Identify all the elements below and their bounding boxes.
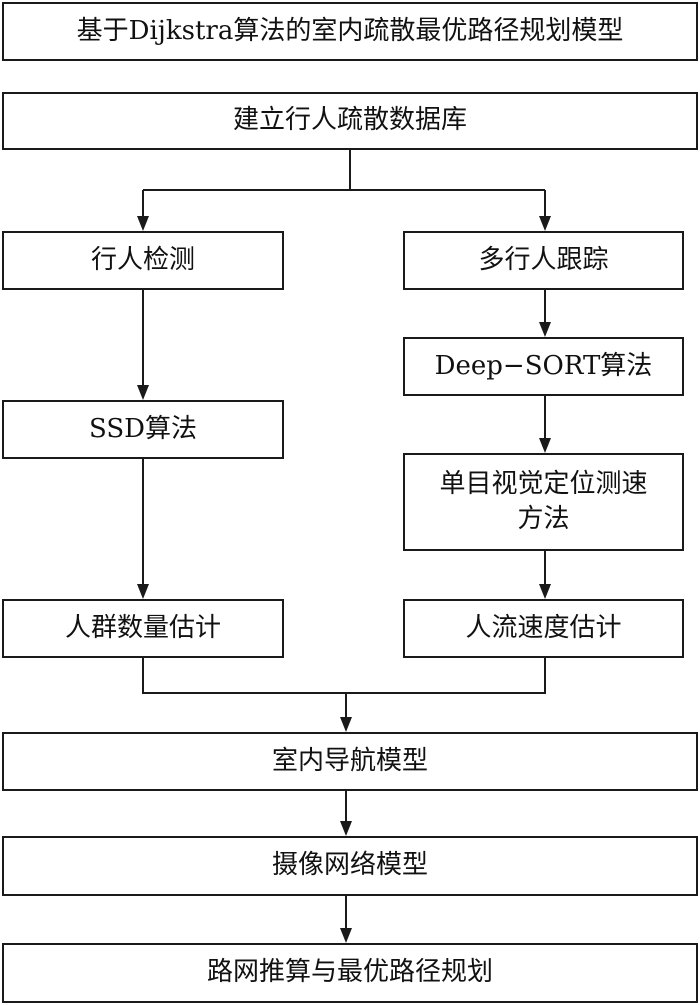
node-flow-speed: 人流速度估计 bbox=[403, 599, 684, 658]
node-multi-pedestrian-tracking-label: 多行人跟踪 bbox=[478, 244, 609, 275]
arrowhead-to-ssd bbox=[137, 385, 149, 400]
node-camera-network: 摄像网络模型 bbox=[2, 836, 698, 896]
node-route-planning-label: 路网推算与最优路径规划 bbox=[206, 957, 493, 988]
arrowhead-to-flow bbox=[539, 584, 551, 599]
node-database-label: 建立行人疏散数据库 bbox=[232, 105, 467, 136]
arrowhead-to-route bbox=[340, 928, 352, 943]
arrowhead-to-detection bbox=[137, 216, 149, 231]
node-multi-pedestrian-tracking: 多行人跟踪 bbox=[403, 231, 684, 290]
arrowhead-to-monocular bbox=[539, 438, 551, 453]
connector-merge-bar bbox=[142, 658, 546, 694]
node-crowd-count: 人群数量估计 bbox=[2, 599, 284, 658]
node-indoor-navigation: 室内导航模型 bbox=[2, 732, 698, 791]
node-monocular-vision-line2: 方法 bbox=[517, 504, 570, 534]
node-deep-sort: Deep−SORT算法 bbox=[403, 337, 684, 396]
arrowhead-to-navigation bbox=[340, 717, 352, 732]
node-database: 建立行人疏散数据库 bbox=[2, 92, 698, 150]
node-deep-sort-label: Deep−SORT算法 bbox=[434, 350, 653, 381]
node-indoor-navigation-label: 室内导航模型 bbox=[271, 745, 428, 776]
arrowhead-to-tracking bbox=[539, 216, 551, 231]
node-monocular-vision: 单目视觉定位测速 方法 bbox=[403, 453, 684, 551]
arrowhead-to-crowd bbox=[137, 584, 149, 599]
node-pedestrian-detection-label: 行人检测 bbox=[90, 244, 195, 275]
arrowhead-to-camera bbox=[340, 821, 352, 836]
node-ssd: SSD算法 bbox=[2, 400, 284, 459]
node-route-planning: 路网推算与最优路径规划 bbox=[2, 943, 698, 1003]
arrowhead-to-deepsort bbox=[539, 322, 551, 337]
node-pedestrian-detection: 行人检测 bbox=[2, 231, 284, 290]
node-flow-speed-label: 人流速度估计 bbox=[465, 612, 622, 643]
node-camera-network-label: 摄像网络模型 bbox=[271, 850, 428, 881]
node-ssd-label: SSD算法 bbox=[88, 413, 197, 444]
diagram-title: 基于Dijkstra算法的室内疏散最优路径规划模型 bbox=[76, 15, 624, 46]
title-box: 基于Dijkstra算法的室内疏散最优路径规划模型 bbox=[2, 2, 698, 61]
node-crowd-count-label: 人群数量估计 bbox=[64, 612, 221, 643]
node-monocular-vision-line1: 单目视觉定位测速 bbox=[439, 468, 648, 499]
